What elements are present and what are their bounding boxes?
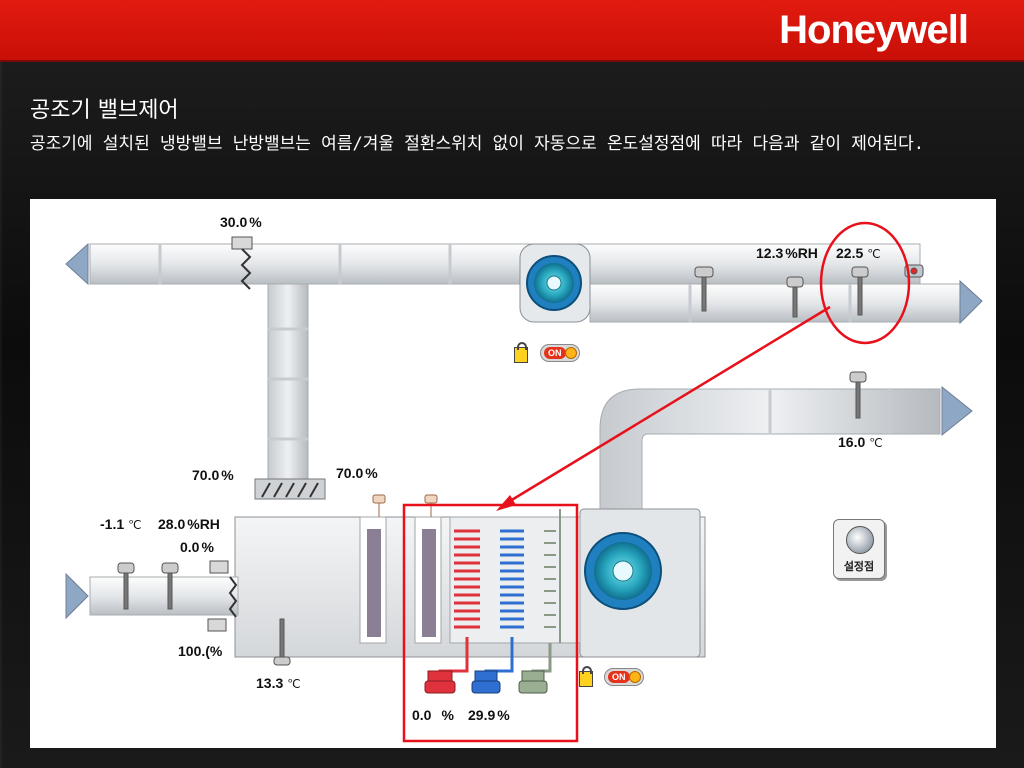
oa-value-unit: %: [201, 539, 214, 555]
ahu-diagram: [65, 221, 983, 743]
exhaust-damper-blades: [240, 248, 252, 290]
filter-dp-value: 70.0: [336, 465, 364, 481]
return-duct: [89, 243, 921, 285]
supply-duct: [599, 388, 941, 510]
cooling-valve-unit: %: [497, 707, 510, 723]
setpoint-label: 설정점: [843, 560, 875, 573]
setpoint-dial-icon: [846, 526, 874, 554]
exhaust-arrow: [65, 242, 89, 286]
oa-damper-unit: %: [209, 643, 223, 659]
oa-damper-readout: 100.(%: [178, 643, 222, 659]
outdoor-humidity-readout: 28.0%RH: [158, 516, 220, 532]
outdoor-sensors: [117, 562, 179, 610]
cooling-valve-value: 29.9: [468, 707, 496, 723]
exhaust-damper-unit: %: [249, 214, 262, 230]
supply-temp-value: 16.0: [838, 434, 866, 450]
humidifier: [544, 509, 561, 643]
honeywell-logo: Honeywell: [779, 8, 969, 52]
outdoor-temp-unit: ℃: [128, 518, 142, 532]
cooling-valve: [471, 670, 501, 694]
filter-dp-unit: %: [365, 465, 378, 481]
highlight-arrow-head: [496, 495, 516, 511]
slide-description: 공조기에 설치된 냉방밸브 난방밸브는 여름/겨울 절환스위치 없이 자동으로 …: [30, 134, 925, 154]
highlight-arrow-line: [509, 305, 831, 503]
oa-value-value: 0.0: [180, 539, 200, 555]
heating-valve-readout: 0.0%: [412, 707, 454, 723]
header-bar: Honeywell: [0, 0, 1024, 62]
highlight-box: [402, 503, 579, 743]
mix-damper-value: 70.0: [192, 467, 220, 483]
oa-damper-blades: [228, 576, 238, 618]
filter-dp-sensors: [372, 494, 438, 517]
return-fan-on-toggle[interactable]: ON: [540, 344, 580, 362]
heating-valve-unit: %: [441, 707, 454, 723]
supply-fan-on-toggle[interactable]: ON: [604, 668, 644, 686]
status-knob-icon: [629, 671, 641, 683]
outdoor-air-arrow: [65, 572, 89, 620]
exhaust-damper-readout: 30.0%: [220, 214, 262, 230]
outdoor-humidity-value: 28.0: [158, 516, 186, 532]
exhaust-damper-value: 30.0: [220, 214, 248, 230]
supply-fan-lock-icon[interactable]: [579, 666, 593, 687]
heating-valve: [424, 670, 456, 694]
supply-temp-sensor: [849, 371, 867, 419]
humidifier-valve: [518, 670, 548, 694]
mixed-air-sensor: [273, 618, 291, 666]
mix-damper-blades: [261, 482, 319, 498]
filter: [422, 529, 436, 637]
outdoor-humidity-unit: %RH: [187, 516, 220, 532]
supply-arrow: [941, 385, 973, 437]
mix-duct: [267, 283, 309, 485]
supply-temp-readout: 16.0℃: [838, 434, 883, 450]
return-temp-value: 22.5: [836, 245, 864, 261]
cooling-valve-readout: 29.9%: [468, 707, 510, 723]
on-label-icon: ON: [544, 347, 566, 359]
outdoor-air-duct: [89, 576, 239, 616]
oa-damper-value: 100.(: [178, 643, 210, 659]
exhaust-damper-actuator: [231, 236, 253, 250]
slide-title: 공조기 밸브제어: [30, 98, 179, 123]
supply-temp-unit: ℃: [869, 436, 883, 450]
setpoint-button[interactable]: 설정점: [833, 519, 885, 579]
oa-damper-actuator: [209, 560, 229, 574]
return-fan-lock-icon[interactable]: [514, 342, 528, 363]
oa-value-readout: 0.0%: [180, 539, 214, 555]
return-inlet-arrow: [959, 279, 983, 325]
return-humidity-readout: 12.3%RH: [756, 245, 818, 261]
highlight-ellipse: [819, 221, 911, 345]
ahu-diagram-panel: 30.0% 12.3%RH 22.5℃ 16.0℃ 70.0% 70.0% -1…: [30, 199, 996, 748]
return-humidity-value: 12.3: [756, 245, 784, 261]
return-duct-right: [589, 283, 961, 323]
prefilter: [367, 529, 381, 637]
mixed-temp-readout: 13.3℃: [256, 675, 301, 691]
outdoor-temp-readout: -1.1℃: [100, 516, 142, 532]
return-temp-unit: ℃: [867, 247, 881, 261]
mixed-temp-unit: ℃: [287, 677, 301, 691]
heating-coil: [454, 529, 480, 629]
mix-damper-readout: 70.0%: [192, 467, 234, 483]
on-label-icon: ON: [608, 671, 630, 683]
status-knob-icon: [565, 347, 577, 359]
cooling-coil: [500, 529, 524, 629]
outdoor-temp-value: -1.1: [100, 516, 125, 532]
mixed-temp-value: 13.3: [256, 675, 284, 691]
mix-damper-unit: %: [221, 467, 234, 483]
return-humidity-unit: %RH: [785, 245, 818, 261]
return-temp-readout: 22.5℃: [836, 245, 881, 261]
filter-dp-readout: 70.0%: [336, 465, 378, 481]
heating-valve-value: 0.0: [412, 707, 432, 723]
